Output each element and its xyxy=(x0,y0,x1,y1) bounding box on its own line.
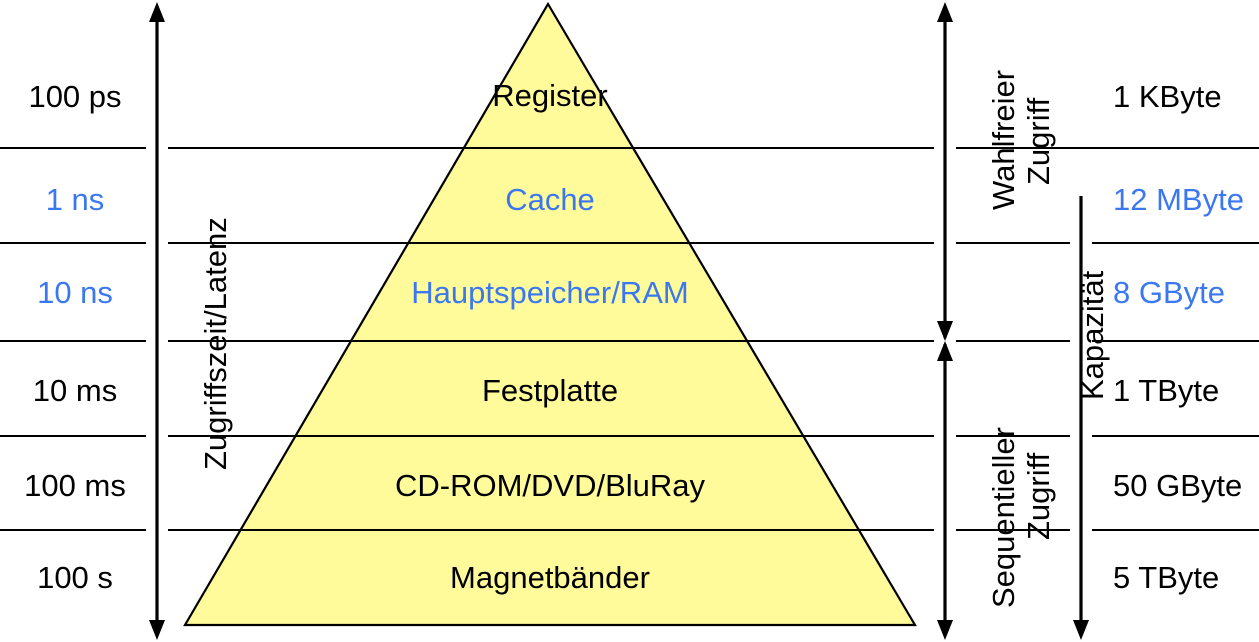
tier-label-disk: Festplatte xyxy=(481,373,619,408)
tier-label-cache: Cache xyxy=(505,182,595,217)
latency-value-optical: 100 ms xyxy=(24,468,126,503)
latency-value-cache: 1 ns xyxy=(45,182,105,217)
random-access-caption-line2: Zugriff xyxy=(1021,97,1056,185)
capacity-value-disk: 1 TByte xyxy=(1113,373,1220,408)
random-access-axis-arrow xyxy=(937,2,953,341)
latency-value-tape: 100 s xyxy=(37,560,113,595)
latency-axis-arrow xyxy=(149,2,165,640)
capacity-value-tape: 5 TByte xyxy=(1113,560,1220,595)
sequential-access-axis-arrow xyxy=(937,341,953,640)
tier-label-tape: Magnetbänder xyxy=(450,560,650,595)
sequential-access-caption-line1: Sequentieller xyxy=(986,427,1021,608)
latency-value-ram: 10 ns xyxy=(37,275,113,310)
capacity-axis-arrow xyxy=(1073,196,1089,640)
level-separators xyxy=(0,147,1259,531)
latency-axis-caption: Zugriffszeit/Latenz xyxy=(198,217,233,470)
tier-label-optical: CD-ROM/DVD/BluRay xyxy=(394,468,706,503)
capacity-value-cache: 12 MByte xyxy=(1113,182,1244,217)
capacity-value-ram: 8 GByte xyxy=(1113,275,1225,310)
tier-label-register: Register xyxy=(492,78,608,113)
pyramid-shape xyxy=(183,1,917,627)
capacity-value-optical: 50 GByte xyxy=(1113,468,1243,503)
random-access-caption-line1: Wahlfreier xyxy=(986,69,1021,210)
capacity-value-register: 1 KByte xyxy=(1113,79,1222,114)
tier-label-ram: Hauptspeicher/RAM xyxy=(411,275,689,310)
latency-value-register: 100 ps xyxy=(28,79,122,114)
capacity-axis-caption: Kapazität xyxy=(1075,270,1110,400)
latency-value-disk: 10 ms xyxy=(32,373,118,408)
sequential-access-caption-line2: Zugriff xyxy=(1021,452,1056,540)
